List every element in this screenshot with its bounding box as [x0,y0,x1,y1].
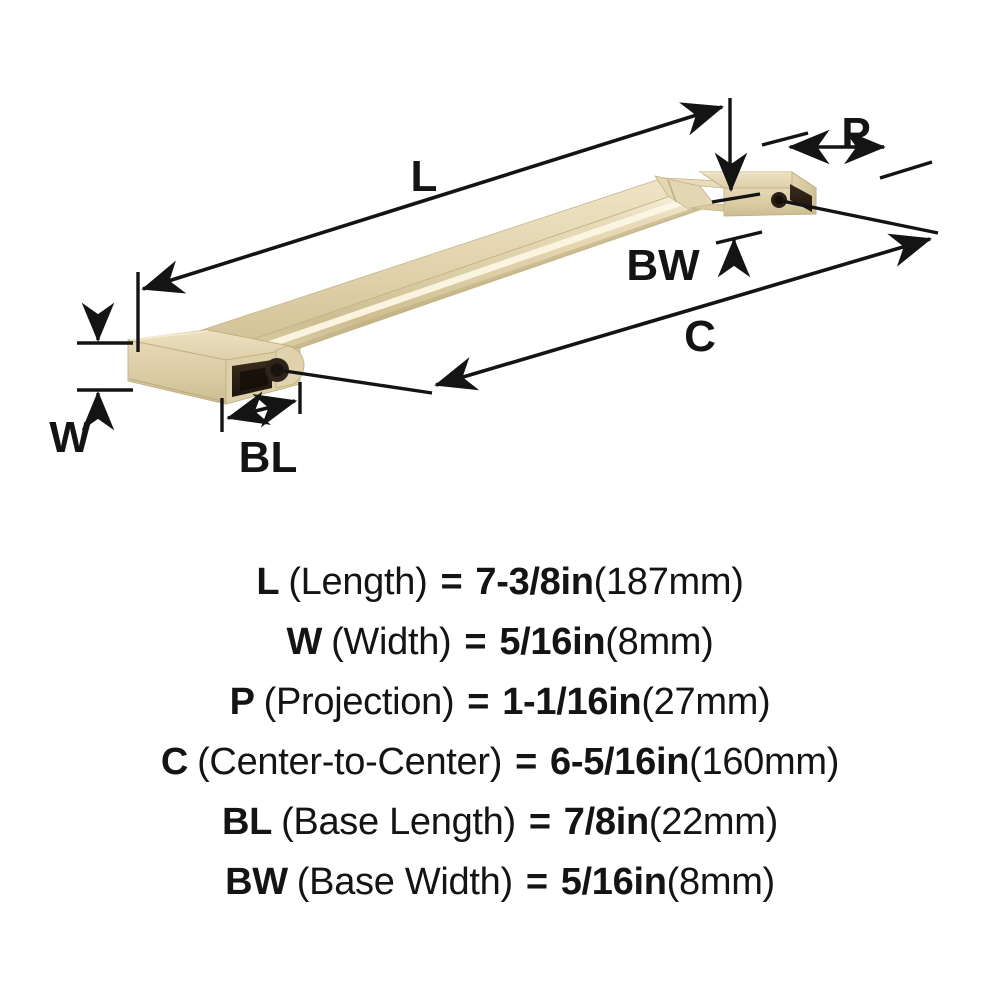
spec-equals-length: = [440,561,463,603]
spec-equals-base-length: = [528,801,551,843]
dimension-base-length: BL [220,382,302,482]
spec-row-base-width: BW(Base Width) = 5/16in(8mm) [225,852,775,912]
spec-symbol-base-length: BL [222,801,273,843]
spec-name-length: (Length) [288,561,428,603]
bar-top-surface [194,177,702,346]
spec-value-width: 5/16in [499,621,606,663]
projection-label: P [841,109,870,158]
product-dimension-illustration: L W BL C BW [49,98,939,482]
spec-symbol-center-to-center: C [160,741,189,783]
spec-equals-width: = [464,621,487,663]
spec-symbol-projection: P [229,681,255,723]
spec-equals-center-to-center: = [515,741,538,783]
left-base-bottom-edge-shadow [129,378,227,403]
spec-symbol-length: L [256,561,280,603]
spec-equals-base-width: = [525,861,548,903]
spec-value-base-length: 7/8in [563,801,649,843]
spec-metric-length: (187mm) [593,561,744,603]
specification-list: L(Length)=7-3/8in(187mm) W(Width)=5/16in… [0,552,1000,912]
spec-row-length: L(Length) = 7-3/8in(187mm) [256,552,743,612]
length-dimension-arrow [141,102,725,294]
center-leader-right [781,199,939,235]
spec-value-center-to-center: 6-5/16in [550,741,690,783]
spec-symbol-width: W [286,621,323,663]
left-base-top-edge-highlight [129,330,209,341]
width-label: W [49,413,91,462]
dimension-length: L [136,98,732,352]
spec-row-projection: P(Projection) = 1-1/16in(27mm) [230,672,771,732]
base-width-extension-bottom [715,230,763,245]
spec-metric-base-width: (8mm) [666,861,776,903]
dimension-width: W [49,302,133,462]
spec-symbol-base-width: BW [225,861,288,903]
left-base-cavity-inner-shade [240,367,268,391]
spec-name-projection: (Projection) [263,681,455,723]
spec-row-width: W(Width) = 5/16in(8mm) [286,612,713,672]
spec-name-center-to-center: (Center-to-Center) [197,741,503,783]
center-dimension-arrow [434,233,933,391]
spec-value-length: 7-3/8in [475,561,594,603]
spec-metric-projection: (27mm) [641,681,771,723]
base-width-label: BW [626,241,700,290]
dimension-center-to-center: C [277,199,939,395]
dimension-projection: P [761,109,933,180]
right-base-screw-hole-inner [774,195,784,205]
spec-equals-projection: = [467,681,490,723]
spec-value-projection: 1-1/16in [502,681,642,723]
spec-name-base-length: (Base Length) [281,801,516,843]
left-base-screw-hole-inner [270,363,284,377]
projection-extension-left [761,131,809,147]
spec-value-base-width: 5/16in [560,861,667,903]
spec-metric-base-length: (22mm) [648,801,778,843]
base-width-extension-top [711,192,761,204]
dimension-base-width: BW [626,152,763,290]
spec-row-base-length: BL(Base Length) = 7/8in(22mm) [222,792,778,852]
spec-metric-width: (8mm) [605,621,714,663]
spec-name-base-width: (Base Width) [296,861,513,903]
spec-row-center-to-center: C(Center-to-Center) = 6-5/16in(160mm) [161,732,839,792]
base-length-label: BL [239,433,298,482]
center-leader-left [277,368,433,395]
spec-name-width: (Width) [331,621,452,663]
center-to-center-label: C [684,312,716,361]
spec-metric-center-to-center: (160mm) [689,741,840,783]
handle-product [127,171,818,405]
length-label: L [411,152,438,201]
projection-extension-right [879,160,933,180]
base-length-dimension-arrow [226,391,298,428]
